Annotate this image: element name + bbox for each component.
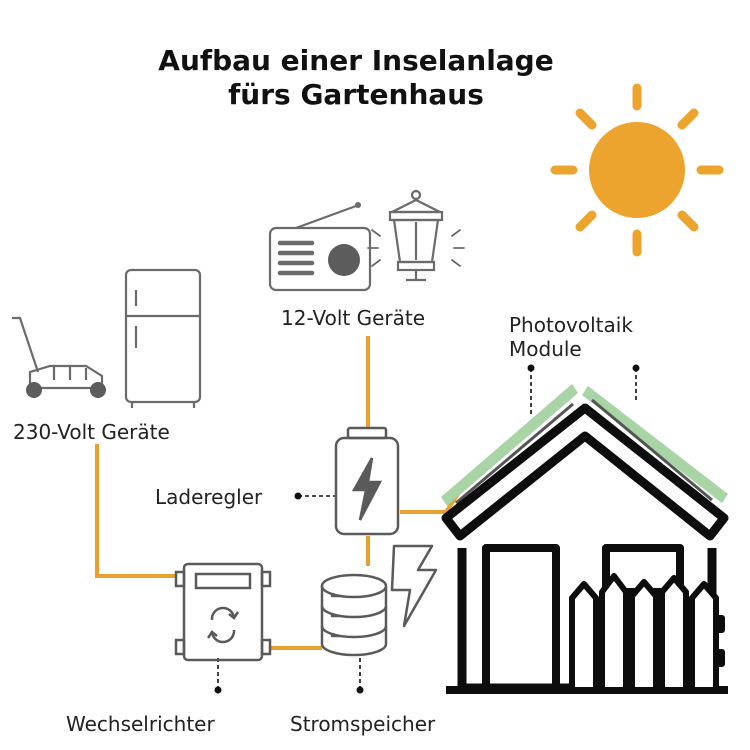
label-230-volt: 230-Volt Geräte (13, 420, 170, 444)
dot-wechselrichter (214, 686, 222, 694)
wire-pv-to-controller (400, 492, 460, 514)
lawnmower-icon (12, 316, 106, 398)
title-line-2: fürs Gartenhaus (228, 78, 484, 111)
dot-pv-left (527, 364, 535, 372)
label-pv-line-1: Photovoltaik (509, 313, 633, 337)
sun-icon (550, 83, 724, 257)
pv-panel-right (582, 386, 728, 503)
radio-icon (268, 202, 372, 292)
fence-icon (569, 573, 725, 693)
battery-icon (334, 426, 400, 536)
pv-panel-left (441, 384, 578, 506)
label-stromspeicher: Stromspeicher (290, 712, 436, 736)
leader-lines (217, 368, 637, 690)
diagram-title: Aufbau einer Inselanlage fürs Gartenhaus (0, 44, 712, 112)
wire-connections (95, 336, 460, 650)
inverter-icon (174, 562, 272, 662)
dot-laderegler (294, 492, 302, 500)
leader-dots (214, 364, 640, 694)
pv-panels (441, 384, 728, 506)
title-line-1: Aufbau einer Inselanlage (158, 44, 554, 77)
lantern-icon (367, 189, 465, 282)
fridge-icon (124, 268, 202, 408)
lightning-icon (390, 544, 438, 628)
dot-stromspeicher (356, 686, 364, 694)
storage-icon (320, 573, 388, 657)
label-12-volt: 12-Volt Geräte (281, 306, 426, 330)
dot-pv-right (632, 364, 640, 372)
label-laderegler: Laderegler (155, 485, 263, 509)
label-wechselrichter: Wechselrichter (66, 712, 215, 736)
label-pv-line-2: Module (509, 337, 582, 361)
wire-230v-to-inverter (95, 444, 176, 578)
